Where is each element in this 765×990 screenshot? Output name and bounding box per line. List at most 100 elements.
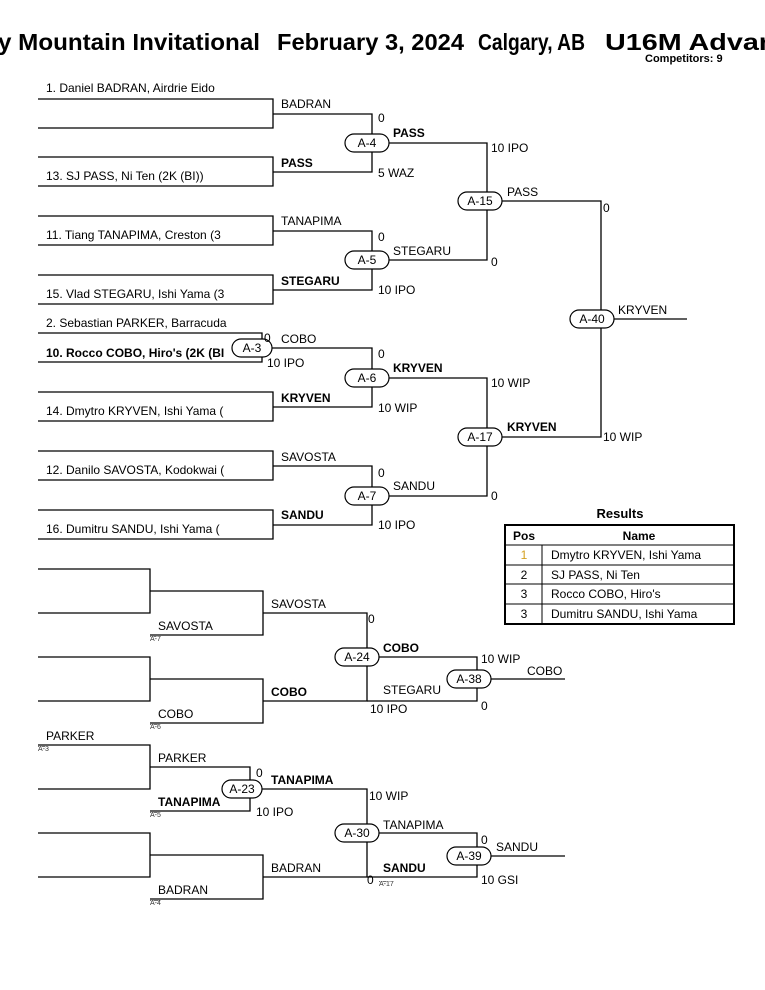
score: 0 [378, 111, 385, 125]
entrant-label: 1. Daniel BADRAN, Airdrie Eido [46, 81, 215, 95]
title-event: y Mountain Invitational [0, 29, 260, 55]
result-pos: 3 [521, 587, 528, 601]
score: 0 [481, 699, 488, 713]
score: 10 IPO [491, 141, 528, 155]
match-a23[interactable] [221, 779, 263, 799]
competitor-name: PARKER [158, 751, 207, 765]
match-a30[interactable] [334, 823, 380, 843]
entrant-label: 16. Dumitru SANDU, Ishi Yama ( [46, 522, 220, 536]
competitor-name: STEGARU [281, 274, 340, 288]
score: 10 GSI [481, 873, 518, 887]
score: 10 WIP [603, 430, 642, 444]
match-id: A-5 [358, 253, 377, 267]
competitor-name: SAVOSTA [158, 619, 213, 633]
match-id: A-40 [579, 312, 605, 326]
match-a4[interactable] [344, 133, 390, 153]
competitor-name: SAVOSTA [281, 450, 336, 464]
entrant-label: 14. Dmytro KRYVEN, Ishi Yama ( [46, 404, 223, 418]
winner-name: TANAPIMA [271, 773, 334, 787]
match-id: A-24 [344, 650, 370, 664]
source-match: A-4 [150, 900, 161, 907]
winner-name: KRYVEN [393, 361, 443, 375]
match-id: A-38 [456, 672, 482, 686]
competitor-name: PARKER [46, 729, 95, 743]
competitor-name: COBO [271, 685, 307, 699]
match-a38[interactable] [446, 669, 492, 689]
score: 0 [264, 331, 271, 345]
match-a6[interactable] [344, 368, 390, 388]
score: 0 [256, 766, 263, 780]
source-match: A-3 [38, 746, 49, 753]
result-pos: 1 [521, 548, 528, 562]
match-a17[interactable] [457, 427, 503, 447]
score: 0 [378, 347, 385, 361]
competitor-name: SANDU [281, 508, 324, 522]
title-date: February 3, 2024 [277, 29, 464, 55]
score: 10 IPO [267, 356, 304, 370]
competitor-name: KRYVEN [281, 391, 331, 405]
match-a3[interactable] [231, 338, 273, 358]
competitor-name: BADRAN [158, 883, 208, 897]
result-pos: 3 [521, 607, 528, 621]
header-name: Name [623, 529, 656, 543]
match-id: A-15 [467, 194, 493, 208]
competitor-name: STEGARU [383, 683, 441, 697]
match-a15[interactable] [457, 191, 503, 211]
match-id: A-17 [467, 430, 493, 444]
entrant-label: 11. Tiang TANAPIMA, Creston (3 [46, 228, 221, 242]
winner-name: COBO [281, 332, 316, 346]
results-title: Results [597, 506, 644, 521]
score: 10 IPO [378, 518, 415, 532]
score: 0 [491, 489, 498, 503]
bronze-winner: COBO [527, 664, 562, 678]
source-match: A-7 [150, 636, 161, 643]
match-id: A-23 [229, 782, 255, 796]
score: 0 [481, 833, 488, 847]
score: 10 WIP [378, 401, 417, 415]
score: 10 IPO [370, 702, 407, 716]
source-match: A-17 [379, 881, 394, 888]
title-location: Calgary, AB [478, 29, 585, 55]
winner-name: KRYVEN [507, 420, 557, 434]
score: 0 [378, 466, 385, 480]
result-pos: 2 [521, 568, 528, 582]
match-id: A-39 [456, 849, 482, 863]
score: 0 [368, 612, 375, 626]
result-name: Rocco COBO, Hiro's [551, 587, 661, 601]
competitor-name: BADRAN [271, 861, 321, 875]
entrant-label: 10. Rocco COBO, Hiro's (2K (BI [46, 346, 224, 360]
entrant-label: 13. SJ PASS, Ni Ten (2K (BI)) [46, 169, 204, 183]
match-a24[interactable] [334, 647, 380, 667]
competitor-name: SANDU [383, 861, 426, 875]
match-id: A-30 [344, 826, 370, 840]
match-a39[interactable] [446, 846, 492, 866]
results-table: Results Pos Name 1 Dmytro KRYVEN, Ishi Y… [504, 506, 735, 625]
match-a5[interactable] [344, 250, 390, 270]
winner-name: PASS [393, 126, 425, 140]
score: 10 WIP [481, 652, 520, 666]
winner-name: STEGARU [393, 244, 451, 258]
header-pos: Pos [513, 529, 535, 543]
match-a7[interactable] [344, 486, 390, 506]
match-id: A-6 [358, 371, 377, 385]
match-id: A-7 [358, 489, 377, 503]
result-name: SJ PASS, Ni Ten [551, 568, 640, 582]
competitor-name: TANAPIMA [281, 214, 341, 228]
score: 10 IPO [256, 805, 293, 819]
winner-name: COBO [383, 641, 419, 655]
entrant-label: 15. Vlad STEGARU, Ishi Yama (3 [46, 287, 225, 301]
entrant-label: 12. Danilo SAVOSTA, Kodokwai ( [46, 463, 224, 477]
champion-name: KRYVEN [618, 303, 667, 317]
score: 10 WIP [369, 789, 408, 803]
match-a40[interactable] [569, 309, 615, 329]
source-match: A-6 [150, 724, 161, 731]
winner-name: TANAPIMA [383, 818, 443, 832]
competitors-count: Competitors: 9 [645, 53, 723, 65]
result-name: Dmytro KRYVEN, Ishi Yama [551, 548, 701, 562]
score: 0 [367, 873, 374, 887]
competitor-name: TANAPIMA [158, 795, 221, 809]
result-name: Dumitru SANDU, Ishi Yama [551, 607, 698, 621]
score: 0 [378, 230, 385, 244]
score: 10 WIP [491, 376, 530, 390]
winner-name: SANDU [393, 479, 435, 493]
